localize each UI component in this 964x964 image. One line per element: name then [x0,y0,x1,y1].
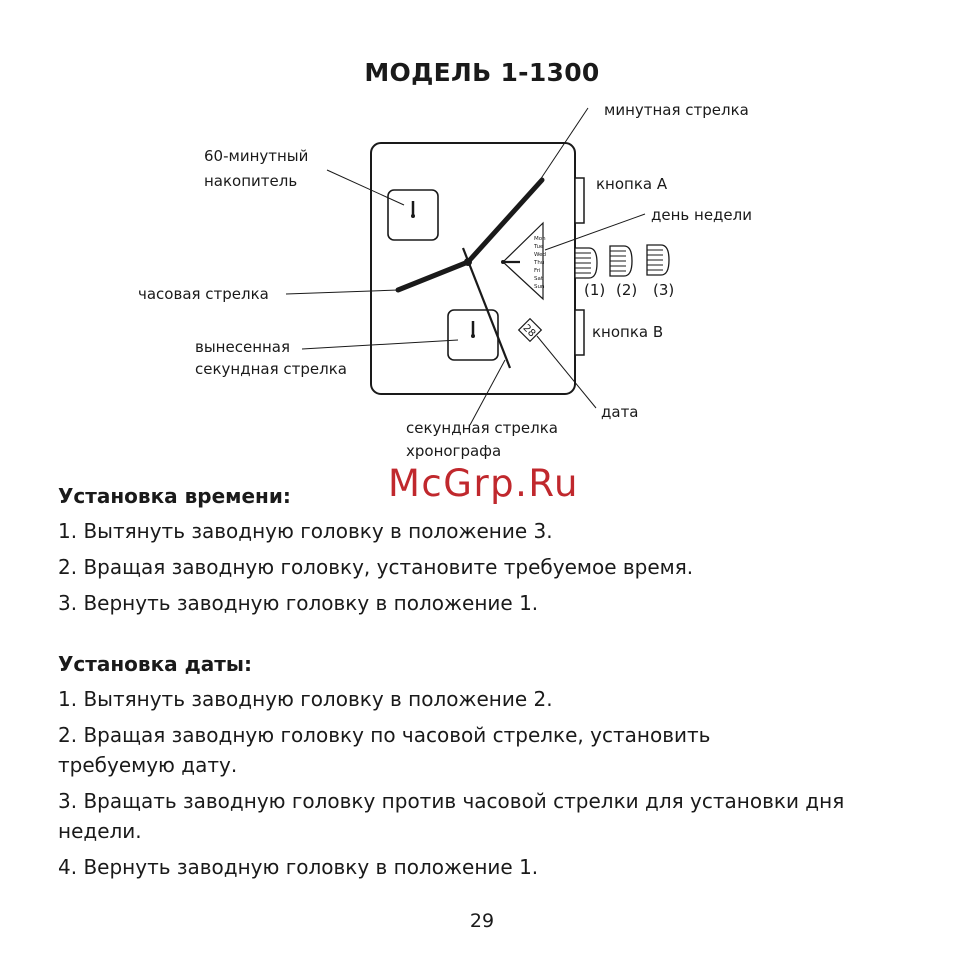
label-chrono-seconds-line2: хронографа [406,442,501,460]
weekday-mon: Mon [534,236,546,242]
weekday-wed: Wed [534,252,546,258]
weekday-sat: Sat [534,276,544,282]
label-sub-seconds-line2: секундная стрелка [195,360,347,378]
center-pivot [464,258,472,266]
weekday-tue: Tue [533,244,544,250]
weekday-sun: Sun [534,284,545,290]
time-setting-step-1: 1. Вытянуть заводную головку в положение… [58,519,553,543]
leader-accumulator [326,169,405,206]
leader-weekday [544,213,646,251]
label-sub-seconds-line1: вынесенная [195,338,290,356]
hour-hand [395,259,471,293]
crown-position-2-label: (2) [616,281,637,299]
page-title: МОДЕЛЬ 1-1300 [364,58,600,87]
label-accumulator-line2: накопитель [204,172,297,190]
crown-position-1-label: (1) [584,281,605,299]
time-setting-heading: Установка времени: [58,484,291,508]
time-setting-step-3: 3. Вернуть заводную головку в положение … [58,591,539,615]
weekday-thu: Thu [533,260,544,266]
minute-hand [465,177,545,265]
chrono-seconds-hand [461,247,512,369]
date-setting-section: Установка даты: 1. Вытянуть заводную гол… [58,650,898,888]
crown-position-1 [574,247,598,279]
leader-date [536,335,597,409]
time-setting-section: Установка времени: 1. Вытянуть заводную … [58,482,938,624]
date-setting-step-3: 3. Вращать заводную головку против часов… [58,789,845,843]
weekday-window [502,221,544,301]
label-accumulator-line1: 60-минутный [204,147,308,165]
date-setting-step-2: 2. Вращая заводную головку по часовой ст… [58,723,711,777]
button-a-pusher [574,177,585,224]
leader-sub-seconds [301,339,459,350]
label-minute-hand: минутная стрелка [604,101,749,119]
label-date: дата [601,403,639,421]
weekday-fri: Fri [534,268,541,274]
leader-chrono-seconds [469,359,506,426]
crown-position-3-label: (3) [653,281,674,299]
label-hour-hand: часовая стрелка [138,285,269,303]
label-weekday: день недели [651,206,752,224]
date-setting-step-4: 4. Вернуть заводную головку в положение … [58,855,539,879]
date-setting-step-1: 1. Вытянуть заводную головку в положение… [58,687,553,711]
watch-diagram: (1) (2) (3) Mon Tue Wed Thu Fri Sat Sun … [138,101,752,460]
label-chrono-seconds-line1: секундная стрелка [406,419,558,437]
label-button-a: кнопка А [596,175,668,193]
leader-hour-hand [285,289,399,295]
time-setting-step-2: 2. Вращая заводную головку, установите т… [58,555,694,579]
crown-position-3 [646,244,670,276]
crown-position-2 [609,245,633,277]
date-setting-heading: Установка даты: [58,652,252,676]
label-button-b: кнопка В [592,323,663,341]
button-b-pusher [574,309,585,356]
date-window: 28 [517,317,543,343]
page-number: 29 [469,910,495,932]
watermark: McGrp.Ru [388,462,579,505]
leader-minute-hand [539,107,589,181]
